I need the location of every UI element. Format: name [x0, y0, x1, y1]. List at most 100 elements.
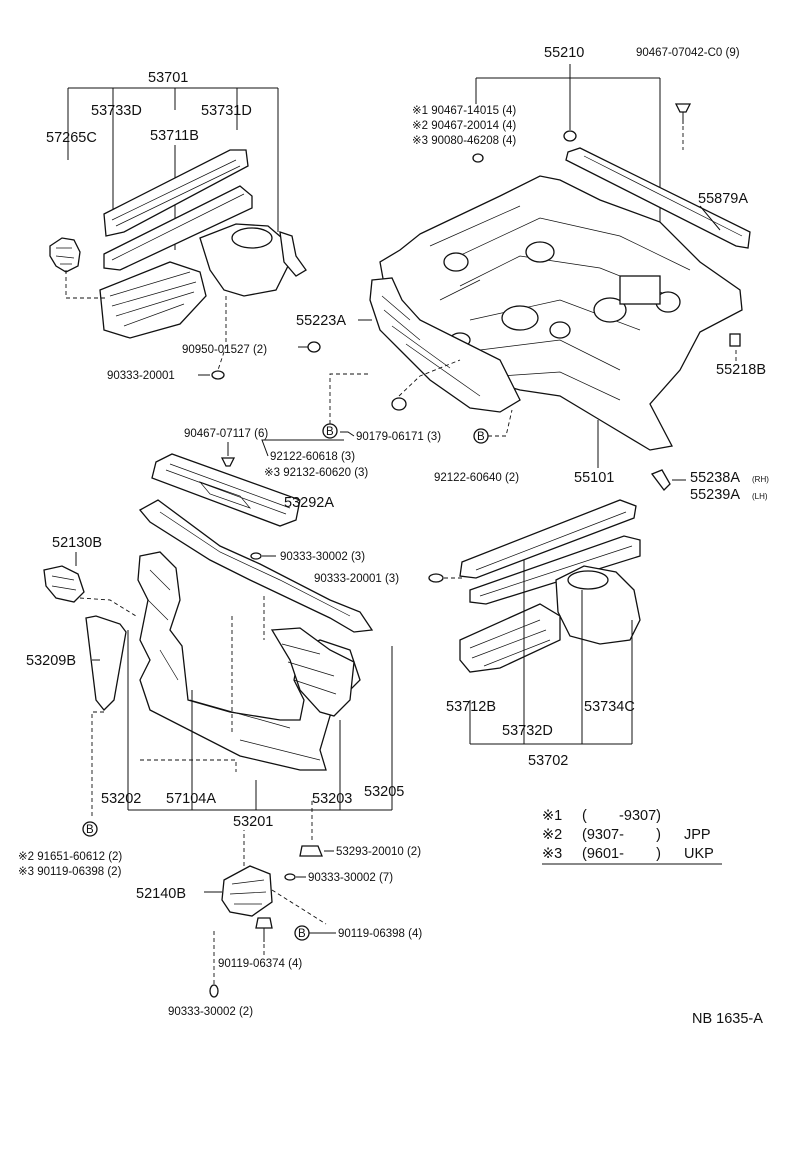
label-55239A: 55239A: [690, 487, 740, 503]
label-57104A: 57104A: [166, 791, 216, 807]
label-55238A-side: (RH): [752, 475, 769, 484]
clip-53293: [299, 845, 323, 857]
label-90119-06398: 90119-06398 (4): [338, 928, 422, 940]
legend: ※1 ( -9307) ※2 (9307- ) JPP ※3 (9601- ) …: [542, 808, 722, 865]
label-53202: 53202: [101, 791, 141, 807]
label-90333-20001-mid: 90333-20001 (3): [314, 573, 399, 585]
leader-dash-frame-3: [140, 759, 237, 772]
bracket-53702: [469, 560, 633, 745]
label-55879A: 55879A: [698, 191, 748, 207]
label-90467-07117: 90467-07117 (6): [184, 428, 268, 440]
label-53209B: 53209B: [26, 653, 76, 669]
part-radiator-support-frame: [137, 551, 361, 771]
label-note2-90467-20014: ※2 90467-20014 (4): [412, 120, 516, 132]
label-90119-06374: 90119-06374 (4): [218, 958, 302, 970]
part-55238A-bracket: [650, 469, 671, 491]
label-note1-90467-14015: ※1 90467-14015 (4): [412, 105, 516, 117]
label-53731D: 53731D: [201, 103, 252, 119]
label-53711B: 53711B: [150, 128, 199, 144]
label-90950-01527: 90950-01527 (2): [182, 344, 267, 356]
label-53733D: 53733D: [91, 103, 142, 119]
leader-92122-60618: [261, 439, 344, 457]
clip-90950: [307, 341, 321, 353]
clip-90333-30002-top: [250, 552, 262, 560]
part-53701-apron: [99, 149, 307, 339]
marker-B-91651: [82, 821, 98, 837]
label-53201: 53201: [233, 814, 273, 830]
leader-dash-57265C: [65, 270, 106, 299]
label-90333-30002-top: 90333-30002 (3): [280, 551, 365, 563]
leader-dash-90179: [398, 359, 461, 397]
part-53209B-side: [85, 615, 127, 711]
label-55238A: 55238A: [690, 470, 740, 486]
label-55210: 55210: [544, 45, 584, 61]
clip-90333-30002-bottom: [209, 984, 219, 998]
clip-90333-30002-mid: [284, 873, 296, 881]
label-53701: 53701: [148, 70, 188, 86]
screw-90467-07042: [674, 103, 692, 124]
leader-dash-90950: [217, 296, 227, 371]
leader-55879A: [699, 205, 721, 231]
diagram-id: NB 1635-A: [692, 1011, 763, 1027]
legend-row2-range: (9307- ): [582, 827, 661, 843]
label-90333-30002-bottom: 90333-30002 (2): [168, 1006, 253, 1018]
label-90179-06171: 90179-06171 (3): [356, 431, 441, 443]
label-90333-20001-top: 90333-20001: [107, 370, 175, 382]
leader-dash-52130B: [79, 597, 137, 617]
bracket-lines-radsupport: [127, 630, 393, 810]
label-53702: 53702: [528, 753, 568, 769]
clip-note-parts: [472, 153, 484, 163]
clip-90333-20001-mid: [428, 573, 444, 583]
legend-row3-range: (9601- ): [582, 846, 661, 862]
label-note3-90080-46208: ※3 90080-46208 (4): [412, 135, 516, 147]
marker-B-text-3: B: [86, 824, 94, 836]
part-57265C-bracket: [49, 237, 81, 273]
part-52140B-bracket: [221, 865, 273, 917]
part-52130B-bracket: [43, 565, 85, 603]
legend-row3-code: UKP: [684, 846, 714, 862]
label-55218B: 55218B: [716, 362, 766, 378]
label-53205: 53205: [364, 784, 404, 800]
label-90467-07042: 90467-07042-C0 (9): [636, 47, 740, 59]
legend-row3-mark: ※3: [542, 846, 562, 862]
label-53203: 53203: [312, 791, 352, 807]
clip-90467-07117: [220, 457, 236, 467]
bolt-90119-06374: [255, 917, 273, 942]
legend-row1-range: ( -9307): [582, 808, 661, 824]
label-90119-06398-note: ※3 90119-06398 (2): [18, 866, 122, 878]
clip-90333-20001-top: [211, 370, 225, 380]
label-92122-60640: 92122-60640 (2): [434, 472, 519, 484]
label-53732D: 53732D: [502, 723, 553, 739]
leader-dash-53209B: [91, 711, 104, 816]
part-55218B: [729, 333, 741, 347]
label-53712B: 53712B: [446, 699, 496, 715]
part-53702-apron: [459, 499, 641, 673]
label-53734C: 53734C: [584, 699, 635, 715]
label-52140B: 52140B: [136, 886, 186, 902]
marker-B-text-2: B: [477, 431, 485, 443]
label-92132-60620: ※3 92132-60620 (3): [264, 467, 368, 479]
label-52130B: 52130B: [52, 535, 102, 551]
label-55223A: 55223A: [296, 313, 346, 329]
part-55879A-cowl: [565, 147, 751, 249]
leader-dash-B1: [329, 373, 370, 424]
marker-B-text-4: B: [298, 928, 306, 940]
label-53292A: 53292A: [284, 495, 334, 511]
label-55239A-side: (LH): [752, 492, 768, 501]
part-53201-upper-support: [138, 499, 374, 633]
label-53293-20010: 53293-20010 (2): [336, 846, 421, 858]
legend-row1-mark: ※1: [542, 808, 562, 824]
label-91651-60612: ※2 91651-60612 (2): [18, 851, 122, 863]
leader-dash-52140B: [271, 889, 327, 925]
bolt-90179: [391, 397, 407, 411]
label-57265C: 57265C: [46, 130, 97, 146]
leader-90179: [340, 431, 355, 437]
label-90333-30002-mid: 90333-30002 (7): [308, 872, 393, 884]
label-92122-60618: 92122-60618 (3): [270, 451, 355, 463]
legend-row2-mark: ※2: [542, 827, 562, 843]
bracket-55210: [475, 64, 661, 256]
grommet-55210: [563, 130, 577, 142]
legend-row2-code: JPP: [684, 827, 711, 843]
marker-B-text-1: B: [326, 426, 334, 438]
